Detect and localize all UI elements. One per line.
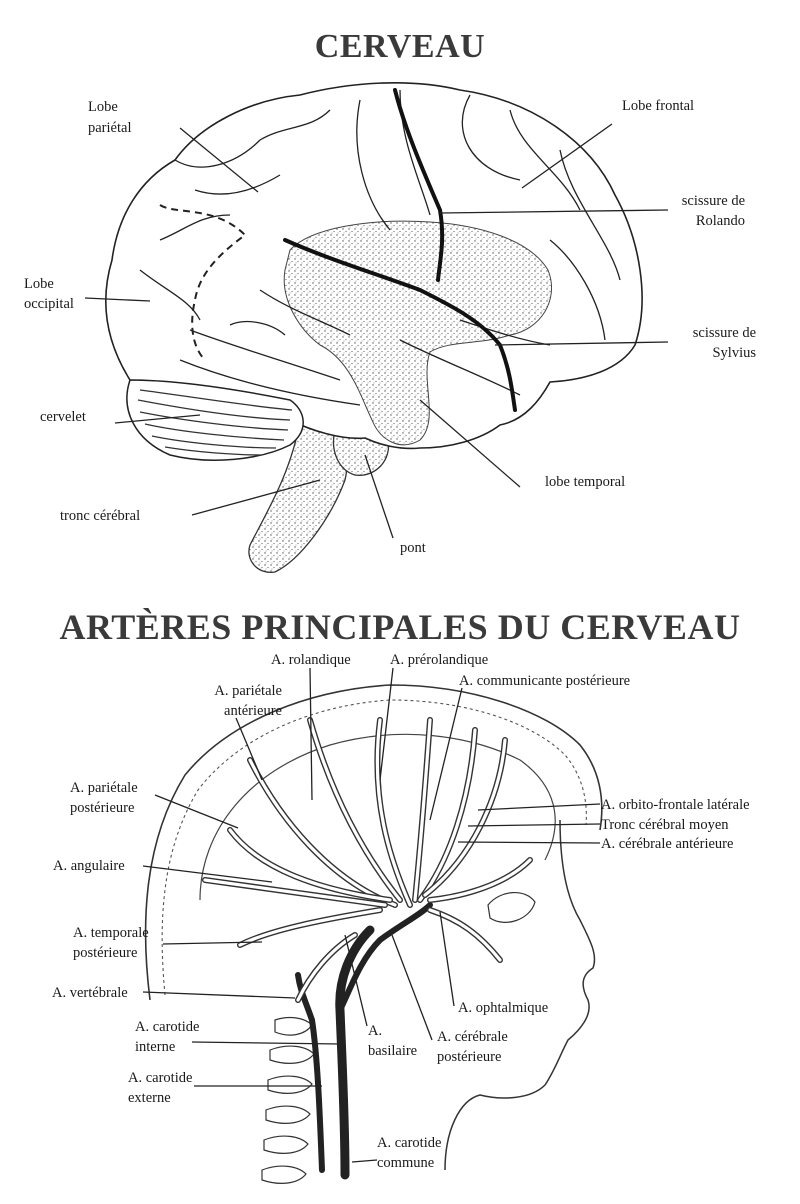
skull-inner [161, 699, 587, 996]
rolando-sulcus [393, 88, 445, 282]
label-a-communicante-posterieure: A. communicante postérieure [459, 673, 630, 689]
cortex-gyri [139, 89, 621, 406]
label-lobe-temporal: lobe temporal [545, 474, 625, 490]
label-pont: pont [400, 540, 426, 556]
label-a-ophtalmique: A. ophtalmique [458, 1000, 548, 1016]
cerebellum-shape [126, 379, 304, 461]
brain-diagram-title: CERVEAU [314, 28, 486, 65]
cerebral-arteries [202, 717, 533, 1003]
leader-lines [142, 667, 601, 1163]
skull-outline [144, 684, 603, 1001]
arteries-diagram-title: ARTÈRES PRINCIPALES DU CERVEAU [59, 607, 741, 647]
common-carotid-vessel [335, 925, 375, 1180]
arteries-diagram: A. rolandique A. prérolandique A. commun… [52, 652, 750, 1184]
label-lobe-frontal: Lobe frontal [622, 98, 694, 114]
internal-carotid-vessel [337, 902, 433, 1013]
brain-outline [199, 733, 556, 901]
label-a-angulaire: A. angulaire [53, 858, 125, 874]
label-a-orbito-frontale: A. orbito-frontale latérale [601, 797, 750, 813]
label-a-cerebrale-anterieure: A. cérébrale antérieure [601, 836, 733, 852]
label-tronc-cerebral-moyen: Tronc cérébral moyen [601, 817, 729, 833]
label-tronc-cerebral: tronc cérébral [60, 508, 140, 524]
eye [487, 892, 536, 923]
label-a-vertebrale: A. vertébrale [52, 985, 128, 1001]
occipital-boundary [159, 204, 247, 361]
label-cervelet: cervelet [40, 409, 86, 425]
label-a-prerolandique: A. prérolandique [390, 652, 488, 668]
cervical-spine [261, 1016, 315, 1184]
face-profile [444, 819, 596, 1171]
label-a-rolandique: A. rolandique [271, 652, 351, 668]
label-a-basilaire: A.basilaire [368, 1023, 417, 1059]
sylvius-sulcus [283, 238, 517, 412]
